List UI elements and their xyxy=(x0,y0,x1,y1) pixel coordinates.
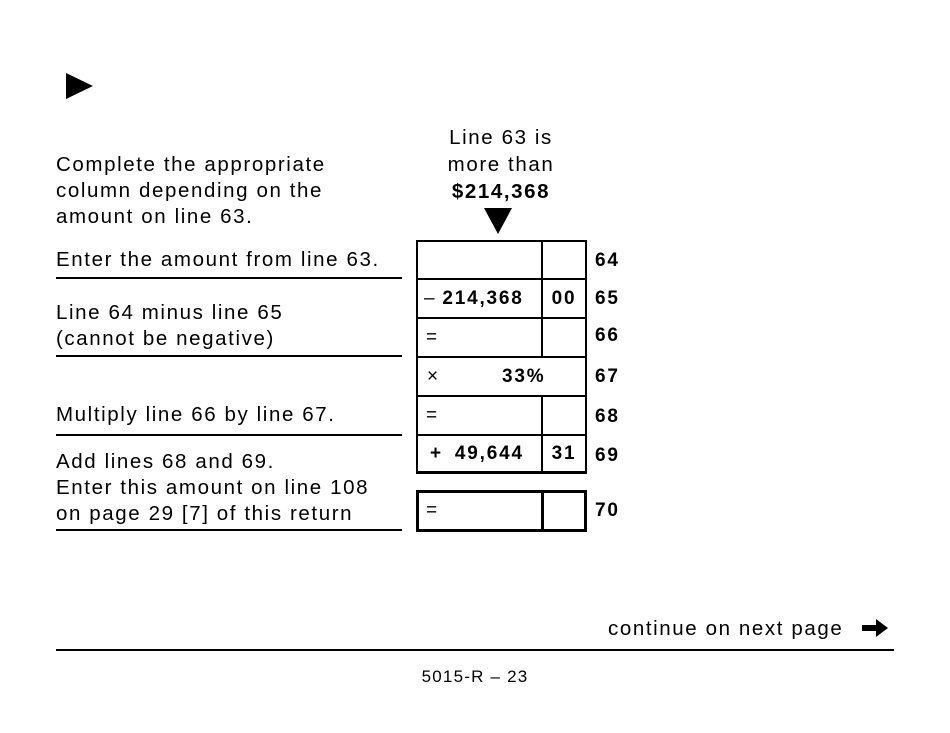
continue-text: continue on next page xyxy=(608,617,844,640)
line-65-amount: – 214,368 xyxy=(424,280,541,317)
intro-line-3: amount on line 63. xyxy=(56,205,254,228)
line-68-dollars-field[interactable]: = xyxy=(426,397,541,434)
line-number-69: 69 xyxy=(595,445,620,466)
line-70-dollars-field[interactable]: = xyxy=(426,493,541,529)
line-69-amount: + 49,644 xyxy=(430,436,541,472)
continue-label: continue on next page xyxy=(608,616,843,642)
column-header-line2: more than xyxy=(447,153,555,176)
line-69-cents: 31 xyxy=(551,443,577,464)
line-66-operator: = xyxy=(426,326,439,348)
line-68-rule xyxy=(56,434,402,436)
line-66-cents-field[interactable] xyxy=(543,319,585,356)
line-70-box xyxy=(416,490,587,532)
line-64-cents-field[interactable] xyxy=(543,242,585,278)
line-68-description: Multiply line 66 by line 67. xyxy=(56,403,336,426)
line-67-operator: × xyxy=(427,365,440,387)
cents-divider xyxy=(541,395,543,473)
line-number-70: 70 xyxy=(595,500,620,521)
intro-line-2: column depending on the xyxy=(56,179,324,202)
line-66-description-2: (cannot be negative) xyxy=(56,327,275,350)
column-header: Line 63 is more than $214,368 xyxy=(420,124,582,205)
column-header-line1: Line 63 is xyxy=(449,126,553,149)
line-70-description-1: Add lines 68 and 69. xyxy=(56,450,275,473)
line-69-dollars: 49,644 xyxy=(454,443,524,464)
row-divider xyxy=(416,278,587,280)
line-67-rate: × 33% xyxy=(427,358,585,395)
line-64-description: Enter the amount from line 63. xyxy=(56,248,380,271)
line-64-dollars-field[interactable] xyxy=(418,242,541,278)
line-64-rule xyxy=(56,277,402,279)
line-68-cents-field[interactable] xyxy=(543,397,585,434)
row-divider xyxy=(416,317,587,319)
line-65-cents: 00 xyxy=(551,287,577,309)
line-number-66: 66 xyxy=(595,325,620,346)
line-66-description-1: Line 64 minus line 65 xyxy=(56,301,284,324)
line-67-value: 33% xyxy=(502,365,546,387)
page-footer: 5015-R – 23 xyxy=(421,667,529,686)
down-triangle-icon xyxy=(484,208,512,234)
line-68-operator: = xyxy=(426,404,439,426)
row-divider xyxy=(416,395,587,397)
footer-rule xyxy=(56,649,894,651)
right-arrow-icon xyxy=(862,619,888,637)
row-divider xyxy=(416,356,587,358)
line-70-cents-field[interactable] xyxy=(544,493,584,529)
column-header-threshold: $214,368 xyxy=(451,180,551,203)
line-number-65: 65 xyxy=(595,288,620,309)
line-number-64: 64 xyxy=(595,250,620,271)
line-66-dollars-field[interactable]: = xyxy=(426,319,541,356)
play-marker-icon xyxy=(66,73,93,99)
line-69-operator: + xyxy=(430,443,443,464)
line-70-operator: = xyxy=(426,500,439,521)
line-66-rule xyxy=(56,355,402,357)
line-number-67: 67 xyxy=(595,366,620,387)
cents-divider xyxy=(541,240,543,358)
row-divider xyxy=(416,434,587,436)
cents-divider xyxy=(541,490,544,532)
line-70-rule xyxy=(56,529,402,531)
line-70-description-3: on page 29 [7] of this return xyxy=(56,502,354,525)
line-70-description-2: Enter this amount on line 108 xyxy=(56,476,370,499)
line-number-68: 68 xyxy=(595,406,620,427)
line-65-dollars: 214,368 xyxy=(442,287,524,309)
line-65-operator: – xyxy=(424,287,437,309)
intro-line-1: Complete the appropriate xyxy=(56,153,326,176)
